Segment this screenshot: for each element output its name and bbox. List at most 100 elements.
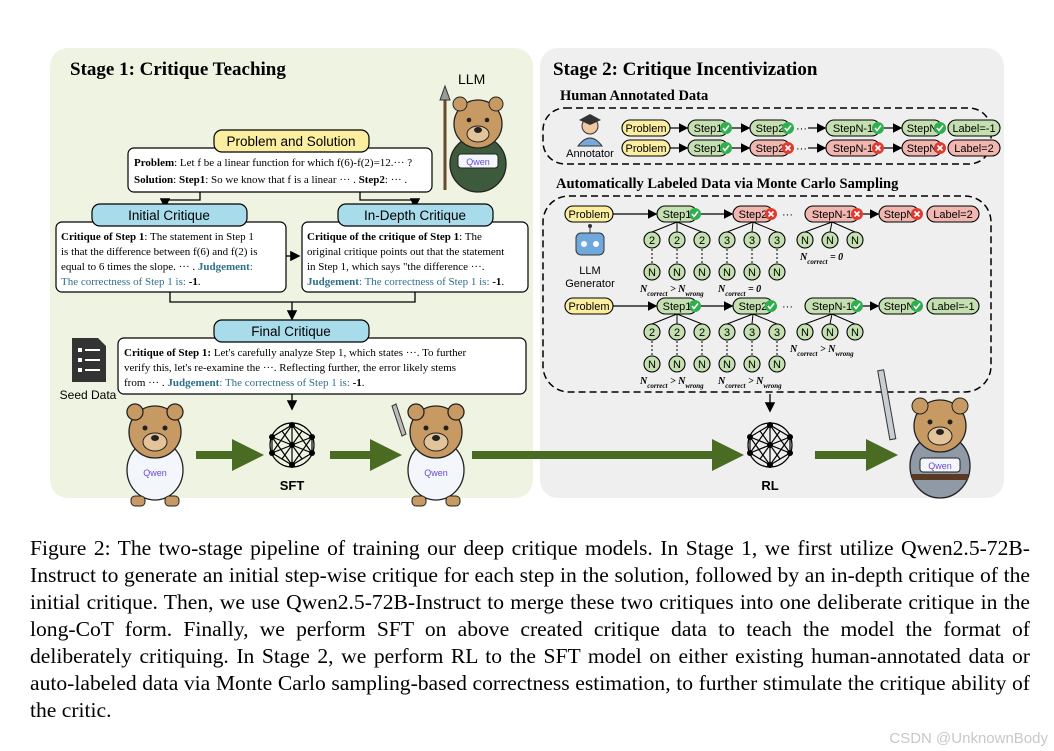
sample-node: N xyxy=(718,263,736,281)
svg-text:StepN-1: StepN-1 xyxy=(833,123,873,135)
sample-node: N xyxy=(643,355,661,373)
problem-line: Problem: Let f be a linear function for … xyxy=(134,157,412,169)
svg-text:Label=-1: Label=-1 xyxy=(931,301,974,313)
svg-text:Problem: Problem xyxy=(626,123,667,135)
svg-text:Critique of Step 1: The statem: Critique of Step 1: The statement in Ste… xyxy=(61,231,254,243)
cross-icon xyxy=(764,207,778,221)
svg-text:3: 3 xyxy=(749,327,755,339)
stage2-title: Stage 2: Critique Incentivization xyxy=(553,59,818,80)
sample-node: N xyxy=(768,355,786,373)
svg-text:from ··· . Judgement: The corr: from ··· . Judgement: The correctness of… xyxy=(124,377,365,389)
sample-node: N xyxy=(768,263,786,281)
svg-text:3: 3 xyxy=(774,327,780,339)
step-node: Step2 xyxy=(732,297,774,315)
svg-text:N: N xyxy=(673,359,681,371)
svg-text:in Step 1, which says "the dif: in Step 1, which says "the difference ··… xyxy=(307,261,485,273)
count-label: Ncorrect > Nwrong xyxy=(639,376,704,390)
svg-text:2: 2 xyxy=(674,327,680,339)
svg-text:original critique points out t: original critique points out that the st… xyxy=(307,246,504,258)
svg-text:StepN: StepN xyxy=(884,301,915,313)
svg-text:Label=2: Label=2 xyxy=(954,143,993,155)
seed-data-label: Seed Data xyxy=(60,388,117,402)
cross-icon xyxy=(781,141,795,155)
cross-icon xyxy=(850,207,864,221)
svg-text:2: 2 xyxy=(699,327,705,339)
step-node: StepN xyxy=(901,139,943,157)
svg-text:Step1: Step1 xyxy=(694,143,723,155)
pipeline-figure: Stage 1: Critique Teaching LLM Qwen Prob… xyxy=(50,48,1004,507)
svg-text:Step1: Step1 xyxy=(694,123,723,135)
step-node: Step2 xyxy=(732,205,774,223)
svg-text:N: N xyxy=(748,267,756,279)
generator-label-1: LLM xyxy=(579,265,600,277)
count-label: Ncorrect > Nwrong xyxy=(789,344,854,358)
svg-text:3: 3 xyxy=(774,235,780,247)
svg-text:Problem: Problem xyxy=(569,209,610,221)
svg-text:3: 3 xyxy=(724,235,730,247)
svg-text:StepN-1: StepN-1 xyxy=(833,143,873,155)
svg-text:equal to 6 times the slope. ··: equal to 6 times the slope. ··· . Judgem… xyxy=(61,261,253,273)
svg-text:Qwen: Qwen xyxy=(424,468,448,478)
problem-node: Problem xyxy=(564,205,614,223)
step-node: StepN-1 xyxy=(804,297,860,315)
label-node: Label=2 xyxy=(947,139,1001,157)
problem-node: Problem xyxy=(564,297,614,315)
sample-node: N xyxy=(743,355,761,373)
base-bear-icon: Qwen xyxy=(126,403,184,507)
svg-text:StepN: StepN xyxy=(907,123,938,135)
sft-label: SFT xyxy=(280,478,305,493)
cross-icon xyxy=(933,141,947,155)
svg-text:Problem: Problem xyxy=(626,143,667,155)
svg-text:N: N xyxy=(648,267,656,279)
sample-node: 3 xyxy=(743,231,761,249)
sft-bear-icon: Qwen xyxy=(391,403,465,507)
problem-node: Problem xyxy=(621,139,671,157)
svg-text:StepN: StepN xyxy=(907,143,938,155)
problem-node: Problem xyxy=(621,119,671,137)
svg-text:Problem: Problem xyxy=(569,301,610,313)
generator-label-2: Generator xyxy=(565,278,615,290)
step-node: Step1 xyxy=(687,119,729,137)
ellipsis: ··· xyxy=(796,123,807,135)
step-node: StepN-1 xyxy=(804,205,860,223)
check-icon xyxy=(850,299,864,313)
sample-node: 3 xyxy=(768,323,786,341)
svg-text:Critique of the critique of St: Critique of the critique of Step 1: The xyxy=(307,231,482,243)
label-node: Label=2 xyxy=(926,205,980,223)
svg-text:N: N xyxy=(851,327,859,339)
sample-node: N xyxy=(693,263,711,281)
svg-text:Critique of Step 1: Let's care: Critique of Step 1: Let's carefully anal… xyxy=(124,347,467,359)
svg-text:···: ··· xyxy=(782,209,793,221)
check-icon xyxy=(719,121,733,135)
initial-critique-header: Initial Critique xyxy=(128,208,210,223)
human-annotated-title: Human Annotated Data xyxy=(560,88,709,104)
count-label: Ncorrect > Nwrong xyxy=(639,284,704,298)
svg-text:N: N xyxy=(773,359,781,371)
indepth-critique-header: In-Depth Critique xyxy=(364,208,466,223)
sample-node: N xyxy=(668,355,686,373)
annotator-label: Annotator xyxy=(566,148,614,160)
sample-node: 3 xyxy=(718,231,736,249)
llm-generator-icon xyxy=(575,224,605,256)
step-node: Step2 xyxy=(749,119,791,137)
llm-bear-icon: Qwen xyxy=(449,96,507,193)
step-node: Step1 xyxy=(656,297,698,315)
svg-text:Step2: Step2 xyxy=(756,143,785,155)
check-icon xyxy=(764,299,778,313)
llm-label: LLM xyxy=(458,71,485,87)
svg-text:N: N xyxy=(723,359,731,371)
step-node: StepN xyxy=(901,119,943,137)
svg-text:Qwen: Qwen xyxy=(143,468,167,478)
sample-node: 2 xyxy=(643,323,661,341)
sample-node: N xyxy=(643,263,661,281)
check-icon xyxy=(688,207,702,221)
problem-solution-header: Problem and Solution xyxy=(226,134,355,149)
svg-text:Step2: Step2 xyxy=(739,209,768,221)
svg-text:Step2: Step2 xyxy=(756,123,785,135)
sample-node: N xyxy=(743,263,761,281)
svg-text:verify this, let's re-examine: verify this, let's re-examine the ···. R… xyxy=(124,362,456,374)
svg-text:is that the difference between: is that the difference between f(6) and … xyxy=(61,246,258,258)
